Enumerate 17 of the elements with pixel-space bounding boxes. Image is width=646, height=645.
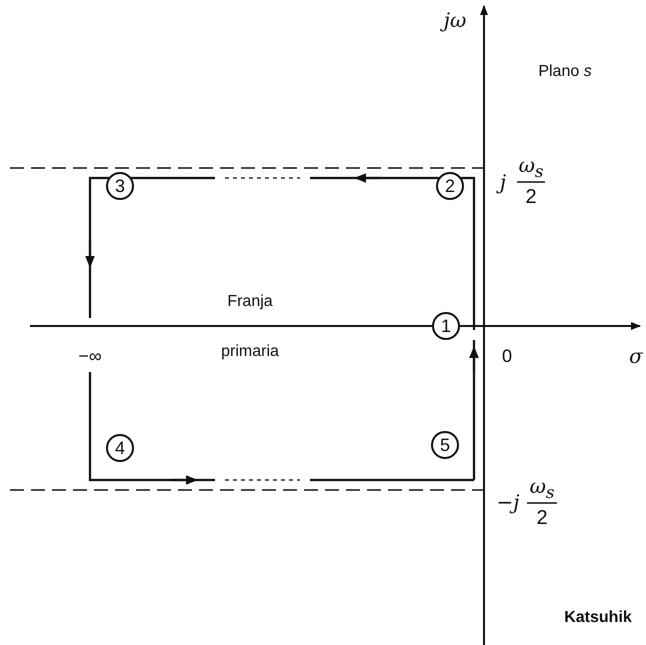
region-label: Franja xyxy=(227,294,273,310)
math-label: −∞ xyxy=(78,347,102,365)
plane-label: Plano s xyxy=(538,64,592,80)
math-label: 2 xyxy=(536,508,548,528)
callout-number: 4 xyxy=(106,434,134,462)
callout-number: 2 xyxy=(436,172,464,200)
axis-label: σ xyxy=(629,346,643,366)
callout-number: 1 xyxy=(432,312,460,340)
callout-number: 3 xyxy=(106,172,134,200)
math-label: 2 xyxy=(525,187,537,207)
source-label: Katsuhik xyxy=(564,610,632,626)
region-label: primaria xyxy=(221,344,279,360)
math-label: ω$_{s}$ xyxy=(530,476,554,502)
math-label: −j xyxy=(496,492,520,512)
math-label: 0 xyxy=(502,347,512,365)
callout-number: 5 xyxy=(431,431,459,459)
math-label: ω$_{s}$ xyxy=(518,155,544,181)
